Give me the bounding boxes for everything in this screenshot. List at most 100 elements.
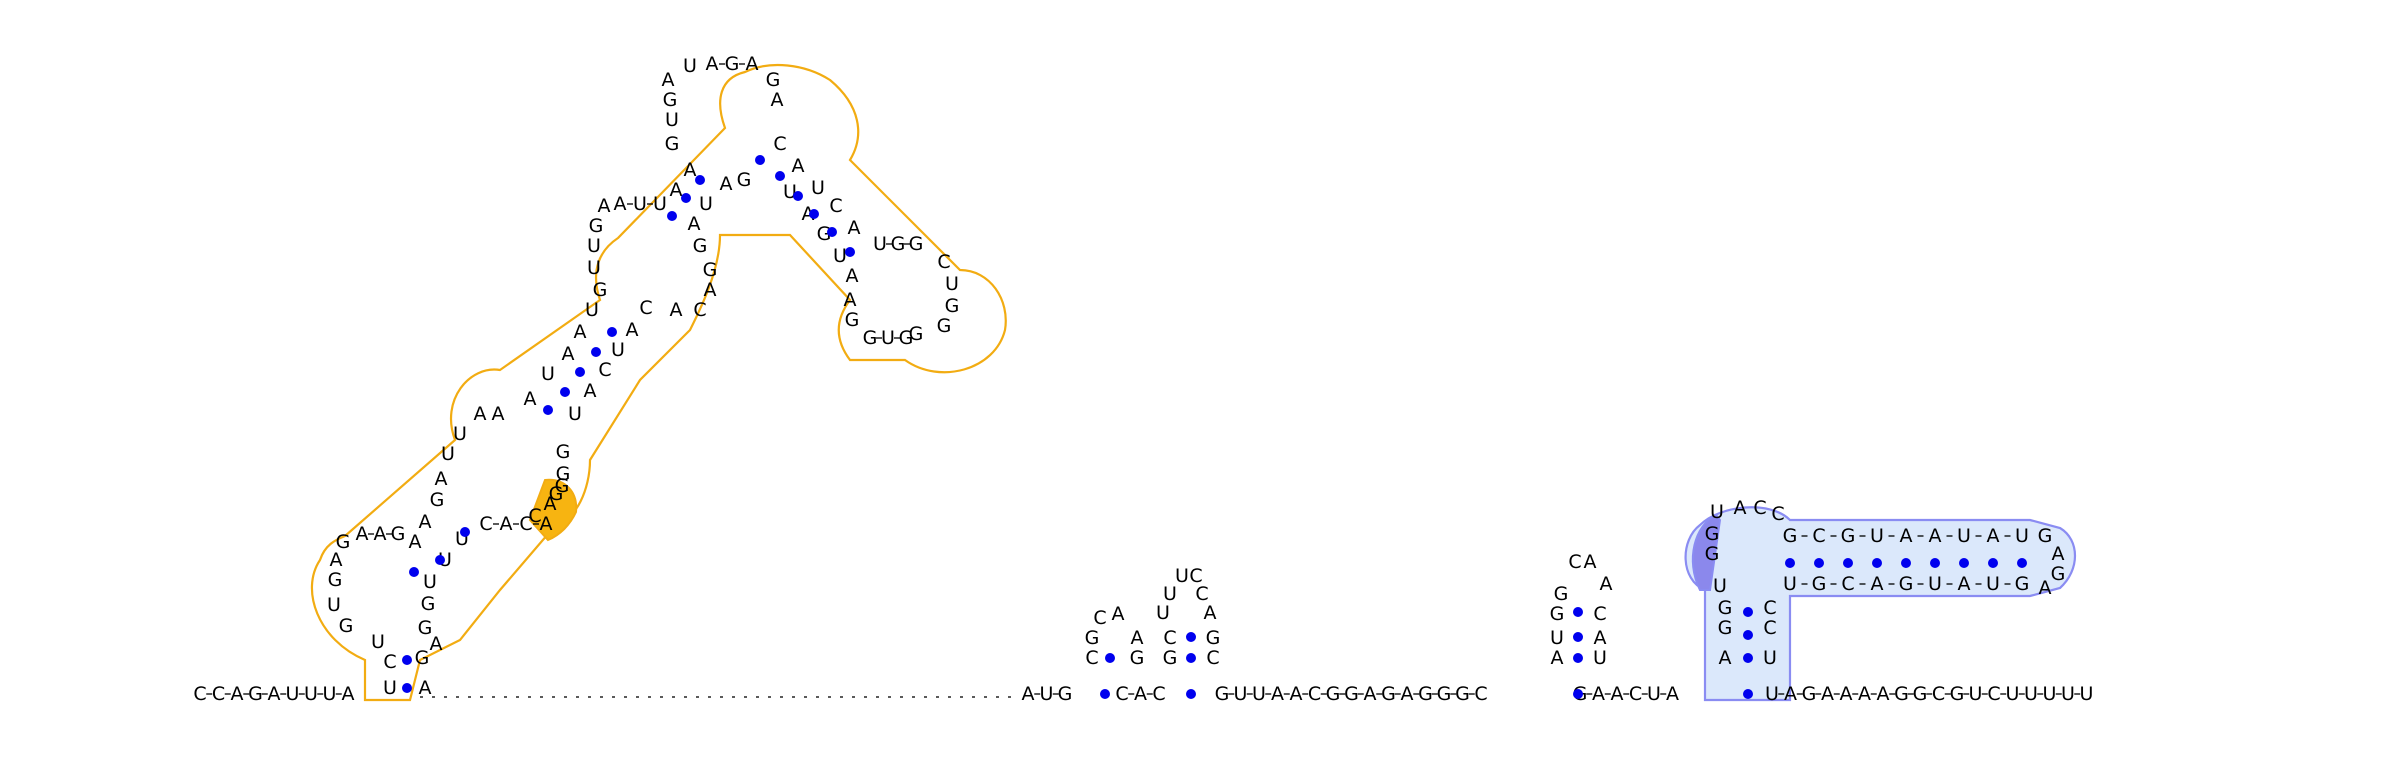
nucleotide-label: A — [598, 195, 611, 217]
base-pair-dot — [681, 193, 691, 203]
loop-nucleotide: G — [725, 53, 740, 75]
nucleotide-label: A — [684, 159, 697, 181]
nucleotide-label: G — [421, 593, 436, 615]
base-pair-dot — [827, 227, 837, 237]
base-pair-dot — [1105, 653, 1115, 663]
base-pair-dot — [1186, 632, 1196, 642]
stem-nucleotide: A — [500, 513, 513, 535]
nucleotide-label: A — [771, 89, 784, 111]
nucleotide-label: U — [1156, 602, 1170, 624]
nucleotide-label: U — [423, 571, 437, 593]
nucleotide-label: C — [829, 195, 842, 217]
nucleotide-label: G — [909, 323, 924, 345]
backbone-nucleotide: C — [1932, 683, 1945, 705]
nucleotide-label: C — [383, 651, 396, 673]
stem-nucleotide: G — [1841, 525, 1856, 547]
highlight-region-a — [310, 63, 1007, 702]
nucleotide-label: U — [1550, 627, 1564, 649]
nucleotide-label: G — [663, 89, 678, 111]
backbone-nucleotide: G — [1215, 683, 1230, 705]
nucleotide-label: G — [817, 223, 832, 245]
backbone-nucleotide: U — [2061, 683, 2075, 705]
nucleotide-label: G — [415, 647, 430, 669]
backbone-nucleotide: U — [323, 683, 337, 705]
nucleotide-label: A — [584, 380, 597, 402]
backbone-nucleotide: A — [1840, 683, 1853, 705]
backbone-nucleotide: U — [286, 683, 300, 705]
base-pair-dot — [575, 367, 585, 377]
nucleotide-label: G — [430, 489, 445, 511]
stem-nucleotide: U — [1986, 573, 2000, 595]
nucleotide-label: G — [693, 235, 708, 257]
nucleotide-label: A — [524, 388, 537, 410]
nucleotide-label: G — [1550, 603, 1565, 625]
stem-nucleotide: G — [2015, 573, 2030, 595]
nucleotide-label: G — [1206, 627, 1221, 649]
nucleotide-label: G — [1718, 617, 1733, 639]
nucleotide-label: G — [766, 69, 781, 91]
base-pair-dot — [1573, 653, 1583, 663]
nucleotide-label: G — [556, 441, 571, 463]
nucleotide-label: A — [626, 319, 639, 341]
nucleotide-label: U — [665, 109, 679, 131]
base-pair-dot — [435, 555, 445, 565]
nucleotide-label: G — [1163, 647, 1178, 669]
nucleotide-label: G — [555, 475, 570, 497]
nucleotide-label: U — [1163, 583, 1177, 605]
loop-nucleotide: A — [706, 53, 719, 75]
nucleotide-label: U — [383, 677, 397, 699]
base-pair-dot — [667, 211, 677, 221]
nucleotide-label: G — [549, 483, 564, 505]
backbone-nucleotide: A — [1784, 683, 1797, 705]
highlight-a-outline — [310, 63, 1007, 702]
nucleotide-label: U — [587, 257, 601, 279]
nucleotide-label: A — [430, 633, 443, 655]
stem-nucleotide: A — [356, 523, 369, 545]
nucleotide-label: A — [419, 511, 432, 533]
nucleotide-label: A — [574, 321, 587, 343]
nucleotide-label: C — [693, 299, 706, 321]
nucleotide-label: A — [330, 549, 343, 571]
base-pair-dot — [1930, 558, 1940, 568]
nucleotide-label: A — [474, 403, 487, 425]
nucleotide-label: G — [1705, 523, 1720, 545]
backbone-nucleotide: A — [1877, 683, 1890, 705]
backbone-nucleotide: U — [2024, 683, 2038, 705]
nucleotide-label: G — [1130, 647, 1145, 669]
nucleotide-label: U — [371, 631, 385, 653]
nucleotide-label: A — [1112, 603, 1125, 625]
backbone-nucleotide: C — [1308, 683, 1321, 705]
highlight-b-solid — [1691, 513, 1722, 591]
stem-nucleotide: A — [374, 523, 387, 545]
backbone-nucleotide: G — [1326, 683, 1341, 705]
nucleotide-label: U — [1713, 575, 1727, 597]
nucleotide-label: A — [704, 279, 717, 301]
backbone-nucleotide: C — [193, 683, 206, 705]
stem-nucleotide: A — [1958, 573, 1971, 595]
base-pair-dot — [2017, 558, 2027, 568]
base-pair-dot — [1573, 689, 1583, 699]
backbone-nucleotide: A — [1401, 683, 1414, 705]
base-pair-dot — [1100, 689, 1110, 699]
nucleotide-label: A — [802, 203, 815, 225]
backbone-nucleotide: C — [1115, 683, 1128, 705]
nucleotide-label: A — [1131, 627, 1144, 649]
nucleotide-label: C — [1771, 503, 1784, 525]
nucleotide-label: G — [339, 615, 354, 637]
nucleotide-label: U — [1175, 565, 1189, 587]
nucleotide-label: C — [1195, 583, 1208, 605]
nucleotide-label: C — [1753, 497, 1766, 519]
base-pair-dot — [1186, 653, 1196, 663]
base-pair-dot — [695, 175, 705, 185]
base-pair-dot — [1573, 632, 1583, 642]
backbone-row: CCAGAUUUAAUGCACGUUAACGGAGAGGGCGAACUAUAGA… — [193, 683, 2093, 705]
loop-nucleotide: U — [881, 327, 895, 349]
backbone-nucleotide: A — [1821, 683, 1834, 705]
nucleotide-label: G — [336, 531, 351, 553]
stem-nucleotide: A — [614, 193, 627, 215]
nucleotide-label: C — [1085, 647, 1098, 669]
stem-nucleotide: A — [1871, 573, 1884, 595]
backbone-nucleotide: U — [1647, 683, 1661, 705]
